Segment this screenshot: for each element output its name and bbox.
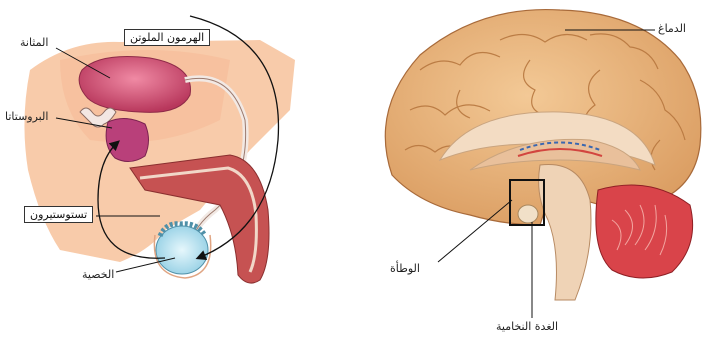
brain-illustration xyxy=(385,10,701,318)
hormone-label: الهرمون الملوتن xyxy=(124,29,210,46)
testis-label: الخصية xyxy=(82,268,114,281)
bladder-shape xyxy=(79,57,190,113)
pituitary-label: الغدة النخامية xyxy=(496,320,558,333)
prostate-label: البروستاتا xyxy=(5,110,48,123)
testosterone-label: تستوستيرون xyxy=(24,206,93,223)
cerebellum-shape xyxy=(596,185,693,278)
hypothalamus-label: الوطأة xyxy=(390,262,420,275)
reproductive-illustration xyxy=(24,10,295,300)
pituitary-shape xyxy=(518,205,538,223)
brain-label: الدماغ xyxy=(658,22,686,35)
prostate-shape xyxy=(106,118,148,161)
testis-shape xyxy=(156,226,208,274)
brainstem xyxy=(539,164,591,300)
bladder-label: المثانة xyxy=(20,36,48,49)
